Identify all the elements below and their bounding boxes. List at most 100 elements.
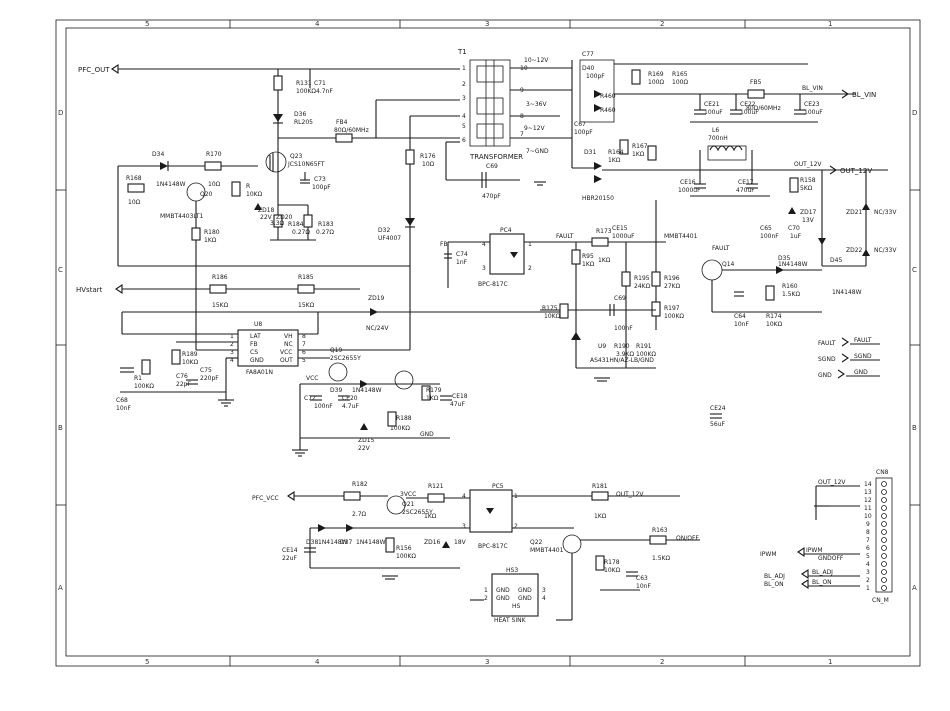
label-q21-value: 2SC2655Y <box>402 509 433 516</box>
label-q22-value: MMBT4401 <box>530 547 564 554</box>
t1-pin-7: 7 <box>520 131 524 138</box>
resistor-r131 <box>273 75 283 91</box>
label-q20-value: MMBT4403LT1 <box>160 213 204 220</box>
ic-u8 <box>237 329 299 367</box>
hs3-pin-4: 4 <box>542 595 546 602</box>
pc5-pin-2: 2 <box>514 523 518 530</box>
label-d35-value: 1N4148W <box>778 261 808 268</box>
label-ce24-value: 56uF <box>710 421 725 428</box>
label-ce15-value: 1000uF <box>612 233 635 240</box>
label-zd20-value: 3.3Ω <box>270 220 285 227</box>
pc5-pin-3: 3 <box>462 523 466 530</box>
label-r197: R197 <box>664 305 680 312</box>
zener-zd22 <box>862 249 870 256</box>
resistor-r180 <box>191 227 201 241</box>
label-r181: R181 <box>592 483 608 490</box>
label-u9-part: AS431HN/AZ-LB/GND <box>590 357 654 364</box>
label-r168-value: 10Ω <box>128 199 141 206</box>
label-r181-value: 1KΩ <box>594 513 607 520</box>
label-r168: R168 <box>126 175 142 182</box>
label-ce14-value: 22uF <box>282 555 297 562</box>
zone-col-1-bottom: 1 <box>828 658 832 666</box>
label-c72-value: 100nF <box>314 403 333 410</box>
port-bl-adj: BL_ADJ <box>812 569 833 576</box>
shunt-regulator-u9 <box>571 332 581 340</box>
label-d31: D31 <box>584 149 596 156</box>
label-d32-value: UF4007 <box>378 235 401 242</box>
port-ipwm: IPWM <box>806 547 823 554</box>
label-zd19: ZD19 <box>368 295 385 302</box>
label-r184: R184 <box>288 221 304 228</box>
label-q14: Q14 <box>722 261 735 268</box>
zone-row-c: C <box>58 266 63 274</box>
cn8-pin-12: 12 <box>864 497 872 504</box>
label-on-off: ON/OFF <box>676 535 699 542</box>
fault-section: FAULT Q14 D35 1N4148W R160 1.5KΩ C64 10n… <box>701 245 880 428</box>
label-c70: C70 <box>788 225 800 232</box>
zone-col-1: 1 <box>828 20 832 28</box>
label-out12: OUT_12V <box>794 161 822 168</box>
resistor-r121 <box>427 493 445 503</box>
resistor-r195 <box>621 271 631 287</box>
zone-col-5-bottom: 5 <box>145 658 149 666</box>
label-c65-value: 100nF <box>760 233 779 240</box>
label-r160-value: 1.5KΩ <box>782 291 800 298</box>
primary-section: PFC_OUT R131 100KΩ C71 4.7nF D36 RL205 F… <box>78 63 460 272</box>
label-mmbt4401: MMBT4401 <box>664 233 698 240</box>
label-out12-lower: OUT_12V <box>616 491 644 498</box>
label-d37: D37 <box>340 539 352 546</box>
diode-d31 <box>594 162 602 170</box>
resistor-r178 <box>595 555 605 571</box>
label-r195-value: 24KΩ <box>634 283 651 290</box>
label-r160: R160 <box>782 283 798 290</box>
label-fault: FAULT <box>854 337 872 344</box>
zone-row-d-right: D <box>912 109 917 117</box>
hs3-pin-gnd-3: GND <box>518 587 532 594</box>
label-zd16-value: 18V <box>454 539 467 546</box>
label-c70-value: 1uF <box>790 233 802 240</box>
t1-pin-2: 2 <box>462 81 466 88</box>
label-zd16: ZD16 <box>424 539 441 546</box>
diode-d35 <box>776 266 784 274</box>
label-pc4-part: BPC-817C <box>478 281 508 288</box>
label-r173: R173 <box>596 228 612 235</box>
diode-d39 <box>360 380 368 388</box>
resistor-r170 <box>204 161 222 171</box>
label-ce14: CE14 <box>282 547 298 554</box>
resistor-r179 <box>421 385 431 401</box>
label-r165: R165 <box>672 71 688 78</box>
label-r175: R175 <box>542 305 558 312</box>
label-r95: R95 <box>582 253 594 260</box>
label-c73: C73 <box>314 176 326 183</box>
label-r164-value: 1KΩ <box>608 157 621 164</box>
zone-row-a: A <box>58 584 63 592</box>
label-r121: R121 <box>428 483 444 490</box>
label-c71: C71 <box>314 80 326 87</box>
hs3-pin-gnd-1: GND <box>496 587 510 594</box>
label-c73-value: 100pF <box>312 184 331 191</box>
label-d38-value: 1N4148W <box>318 539 348 546</box>
port-arrow-pfc-out <box>111 63 119 75</box>
resistor-r164 <box>619 139 629 155</box>
label-ce21: CE21 <box>704 101 720 108</box>
label-q22: Q22 <box>530 539 543 546</box>
u8-pin-7: 7 <box>302 341 306 348</box>
label-r190: R190 <box>614 343 630 350</box>
transformer-t1: T1 1 2 3 4 5 6 10 9 8 7 10~12V 3~36V 9~1… <box>375 48 572 200</box>
label-d45-value: 1N4148W <box>832 289 862 296</box>
label-ce20-value: 4.7uF <box>342 403 359 410</box>
label-d38: D38 <box>306 539 318 546</box>
diode-d45 <box>818 238 826 245</box>
t1-pin-5: 5 <box>462 123 466 130</box>
zener-zd21 <box>862 203 870 210</box>
t1-pin-3: 3 <box>462 95 466 102</box>
label-zd17: ZD17 <box>800 209 817 216</box>
u8-pin-out: OUT <box>280 357 293 364</box>
label-zd18: ZD18 <box>258 207 275 214</box>
hs3-pin-2: 2 <box>484 595 488 602</box>
zone-row-d: D <box>58 109 63 117</box>
resistor-r160 <box>765 285 775 301</box>
label-r179-value: 1KΩ <box>426 395 439 402</box>
label-c63: C63 <box>636 575 648 582</box>
u8-pin-fb: FB <box>250 341 258 348</box>
